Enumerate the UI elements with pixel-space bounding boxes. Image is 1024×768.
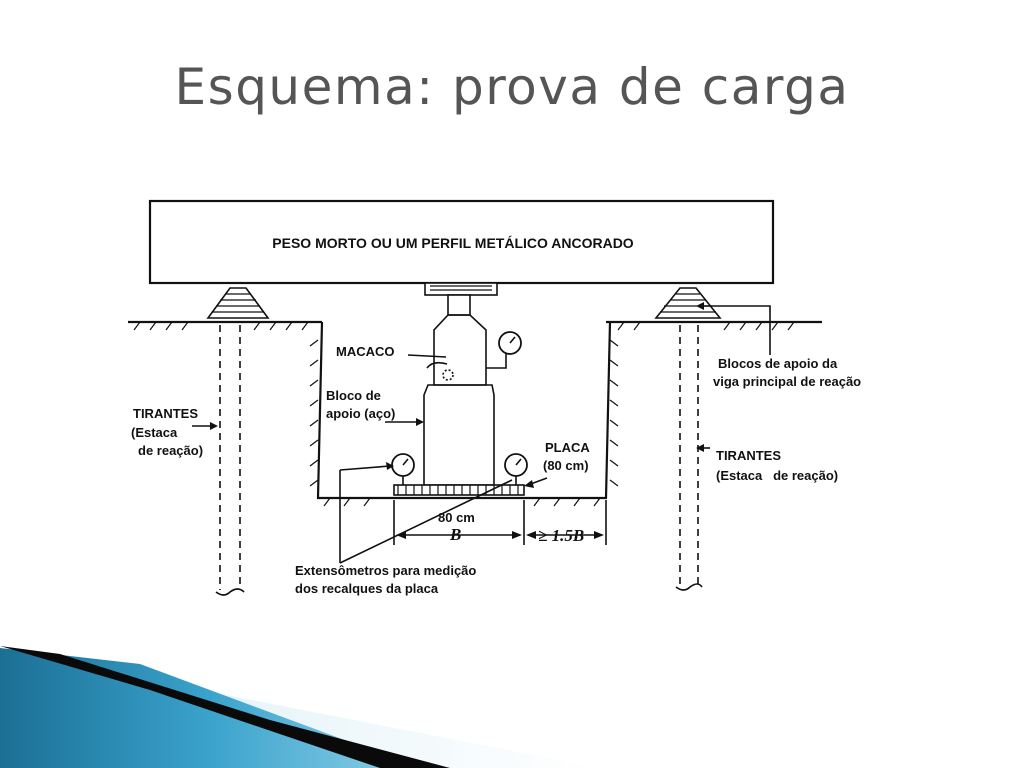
- right-support-block: [654, 287, 722, 319]
- bearing-block-label-2: apoio (aço): [326, 406, 395, 421]
- decorative-ribbon: [0, 646, 600, 768]
- hydraulic-jack: [426, 294, 522, 386]
- width-symbol: B: [449, 525, 461, 544]
- tie-right-label-2: (Estaca de reação): [716, 468, 838, 483]
- dial-gauges-label-2: dos recalques da placa: [295, 581, 439, 596]
- leader-lines: [192, 302, 771, 564]
- tie-left-label-1: TIRANTES: [133, 406, 198, 421]
- ground-surface: [128, 320, 822, 331]
- right-reaction-pile: [675, 325, 703, 591]
- plate-label-2: (80 cm): [543, 458, 589, 473]
- plate-label-1: PLACA: [545, 440, 590, 455]
- tie-right-label-1: TIRANTES: [716, 448, 781, 463]
- tie-left-label-2: (Estaca: [131, 425, 178, 440]
- jack-label: MACACO: [336, 344, 395, 359]
- support-blocks-label-2: viga principal de reação: [713, 374, 861, 389]
- dial-gauges-label-1: Extensômetros para medição: [295, 563, 476, 578]
- slide-title: Esquema: prova de carga: [174, 58, 850, 116]
- load-plate: [393, 484, 525, 496]
- support-blocks-label-1: Blocos de apoio da: [718, 356, 838, 371]
- jack-head-plate: [424, 282, 498, 296]
- dial-gauge-left: [391, 453, 415, 485]
- plate-size-label: 80 cm: [438, 510, 475, 525]
- spacing-label: ≥ 1.5B: [538, 526, 584, 545]
- steel-bearing-block: [423, 384, 495, 486]
- beam-label: PESO MORTO OU UM PERFIL METÁLICO ANCORAD…: [272, 235, 634, 251]
- excavation-pit: [309, 321, 619, 507]
- left-support-block: [206, 287, 270, 319]
- tie-left-label-3: de reação): [138, 443, 203, 458]
- left-reaction-pile: [215, 325, 245, 596]
- reaction-beam: [148, 199, 775, 285]
- dial-gauge-right: [504, 453, 528, 485]
- bearing-block-label-1: Bloco de: [326, 388, 381, 403]
